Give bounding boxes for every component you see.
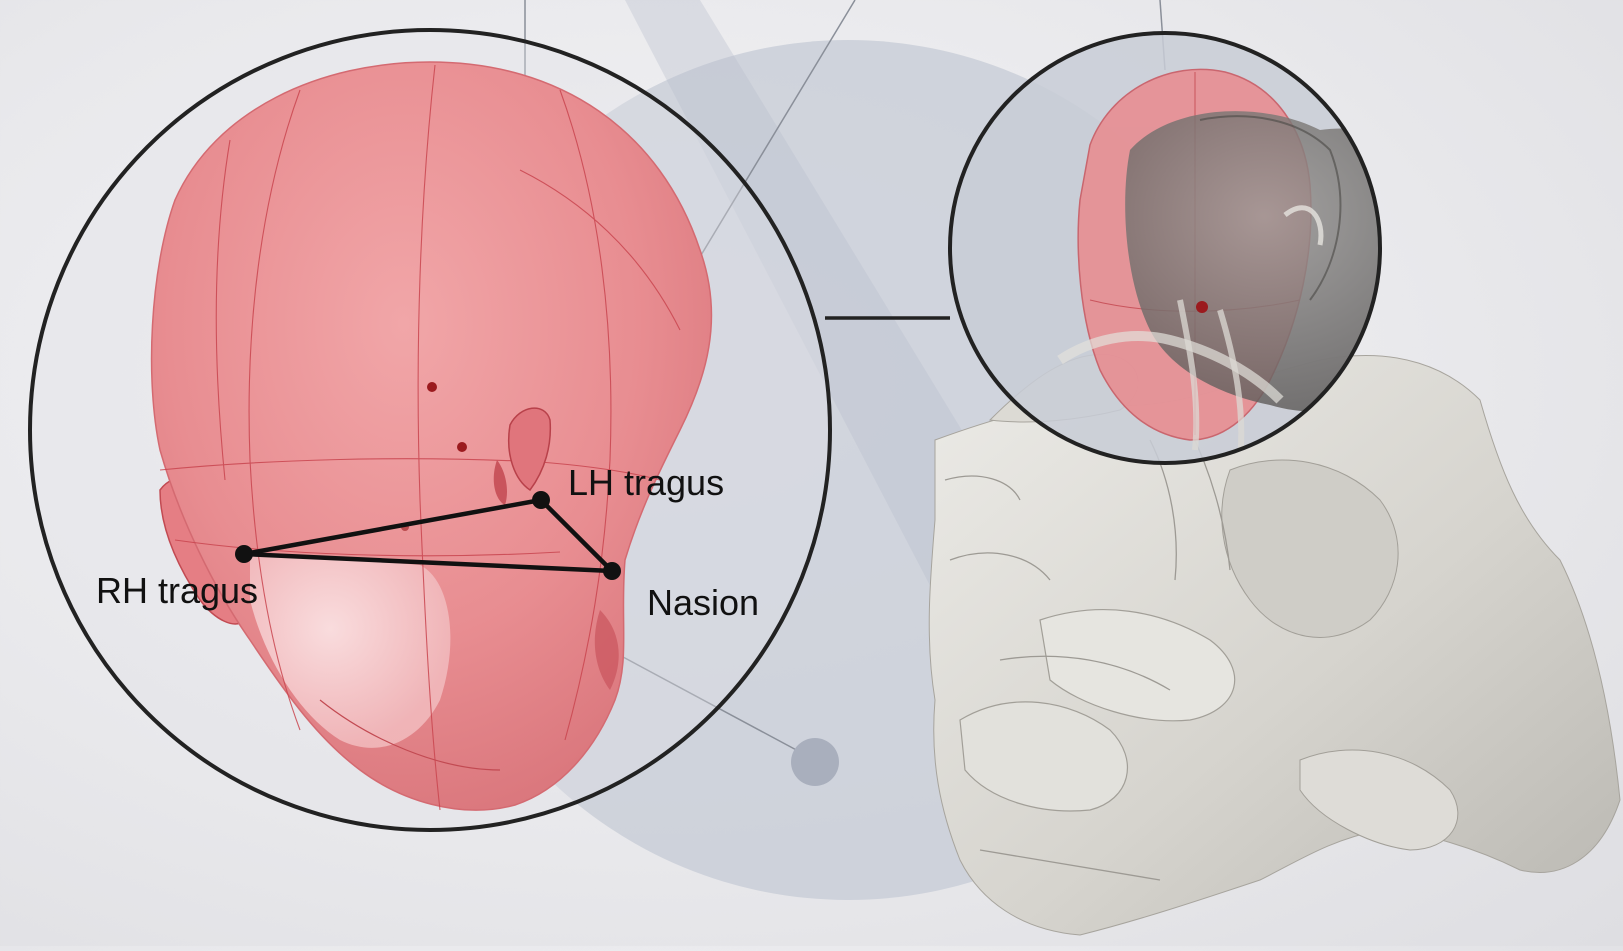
- nasion-label: Nasion: [647, 582, 759, 623]
- electrode-dot: [1196, 301, 1208, 313]
- lh-tragus-label: LH tragus: [568, 462, 724, 503]
- lh-tragus-point: [532, 491, 550, 509]
- electrode-dot: [457, 442, 467, 452]
- scan-surface: [929, 354, 1620, 935]
- guide-node: [791, 738, 839, 786]
- electrode-dot: [427, 382, 437, 392]
- rh-tragus-label: RH tragus: [96, 570, 258, 611]
- head-model-zoom-view: LH tragus RH tragus Nasion: [30, 30, 830, 830]
- nasion-point: [603, 562, 621, 580]
- rh-tragus-point: [235, 545, 253, 563]
